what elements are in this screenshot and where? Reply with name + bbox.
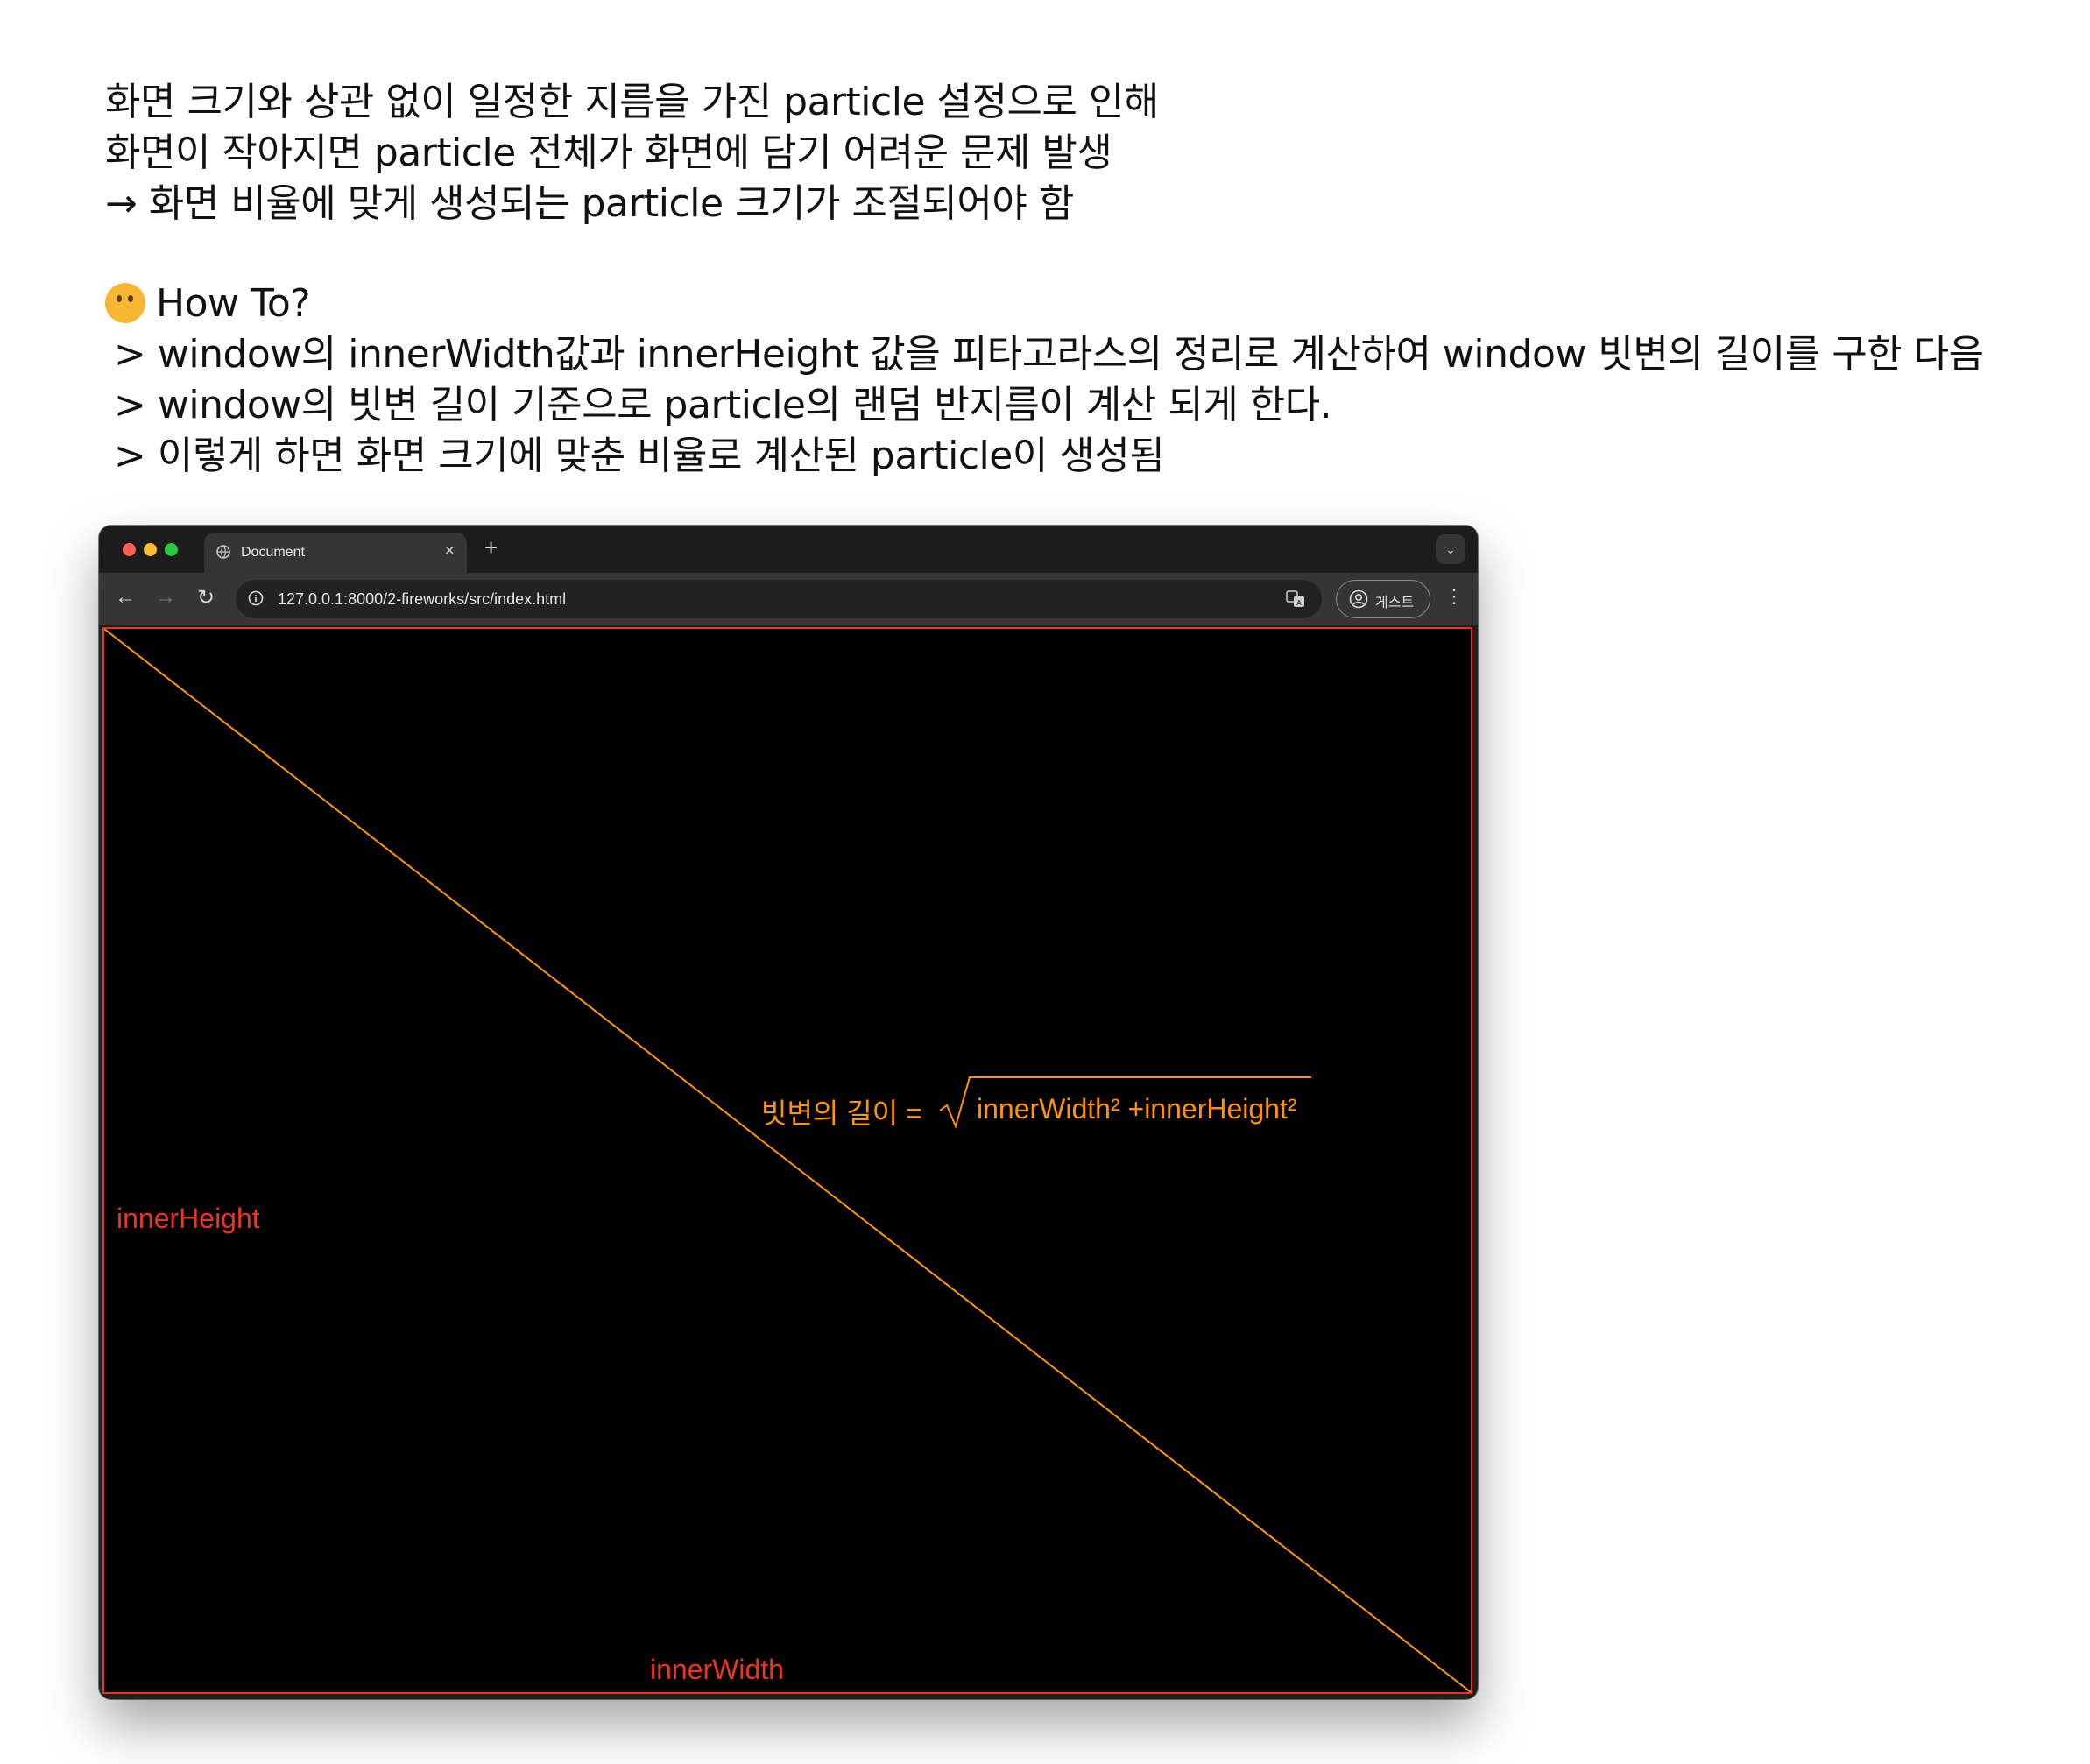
address-bar[interactable]: 127.0.0.1:8000/2-fireworks/src/index.htm… — [236, 580, 1322, 618]
diagonal-diagram — [104, 629, 1471, 1692]
profile-icon — [1349, 589, 1368, 609]
back-button[interactable]: ← — [115, 585, 136, 609]
tab-title: Document — [241, 545, 305, 560]
forward-button[interactable]: → — [155, 585, 176, 609]
maximize-window-button[interactable] — [165, 543, 178, 556]
reload-button[interactable]: ↻ — [197, 586, 215, 610]
howto-line: > window의 innerWidth값과 innerHeight 값을 피타… — [114, 332, 1984, 377]
inner-height-label: innerHeight — [117, 1203, 260, 1234]
browser-window: Document × + ⌄ ← → ↻ 127.0.0.1:8000/2-fi… — [99, 526, 1478, 1699]
howto-heading-line: How To? — [105, 279, 2067, 329]
note-line: 화면이 작아지면 particle 전체가 화면에 담기 어려운 문제 발생 — [105, 131, 1112, 175]
notes-text: 화면 크기와 상관 없이 일정한 지름을 가진 particle 설정으로 인해… — [105, 77, 2067, 482]
note-line: 화면 크기와 상관 없이 일정한 지름을 가진 particle 설정으로 인해 — [105, 80, 1159, 124]
howto-line: > window의 빗변 길이 기준으로 particle의 랜덤 반지름이 계… — [114, 383, 1332, 427]
site-info-icon[interactable] — [248, 590, 264, 606]
formula-lhs: 빗변의 길이 = — [761, 1097, 922, 1129]
new-tab-button[interactable]: + — [484, 534, 498, 561]
close-window-button[interactable] — [123, 543, 136, 556]
globe-icon — [216, 545, 230, 559]
translate-icon[interactable]: A — [1285, 589, 1306, 610]
tab-close-icon[interactable]: × — [444, 541, 455, 561]
tab-document[interactable]: Document × — [204, 533, 467, 573]
profile-button[interactable]: 게스트 — [1336, 580, 1430, 618]
formula-rhs: innerWidth² +innerHeight² — [977, 1093, 1297, 1125]
profile-label: 게스트 — [1375, 596, 1415, 610]
howto-heading: How To? — [156, 281, 311, 326]
hypotenuse-line — [104, 629, 1471, 1692]
page-viewport: innerHeight innerWidth 빗변의 길이 = innerWid… — [102, 627, 1472, 1694]
toolbar: ← → ↻ 127.0.0.1:8000/2-fireworks/src/ind… — [99, 573, 1478, 625]
inner-width-label: innerWidth — [650, 1654, 784, 1685]
note-line: → 화면 비율에 맞게 생성되는 particle 크기가 조절되어야 함 — [105, 181, 1074, 226]
tab-search-button[interactable]: ⌄ — [1436, 534, 1465, 564]
more-menu-icon[interactable]: ⋮ — [1444, 585, 1464, 607]
svg-text:A: A — [1296, 599, 1302, 607]
sqrt-sign — [939, 1076, 1311, 1130]
thinking-face-icon — [105, 283, 145, 323]
howto-line: > 이렇게 하면 화면 크기에 맞춘 비율로 계산된 particle이 생성됨 — [114, 434, 1165, 478]
minimize-window-button[interactable] — [144, 543, 157, 556]
tab-bar: Document × + ⌄ — [99, 526, 1478, 573]
url-text: 127.0.0.1:8000/2-fireworks/src/index.htm… — [278, 590, 567, 608]
